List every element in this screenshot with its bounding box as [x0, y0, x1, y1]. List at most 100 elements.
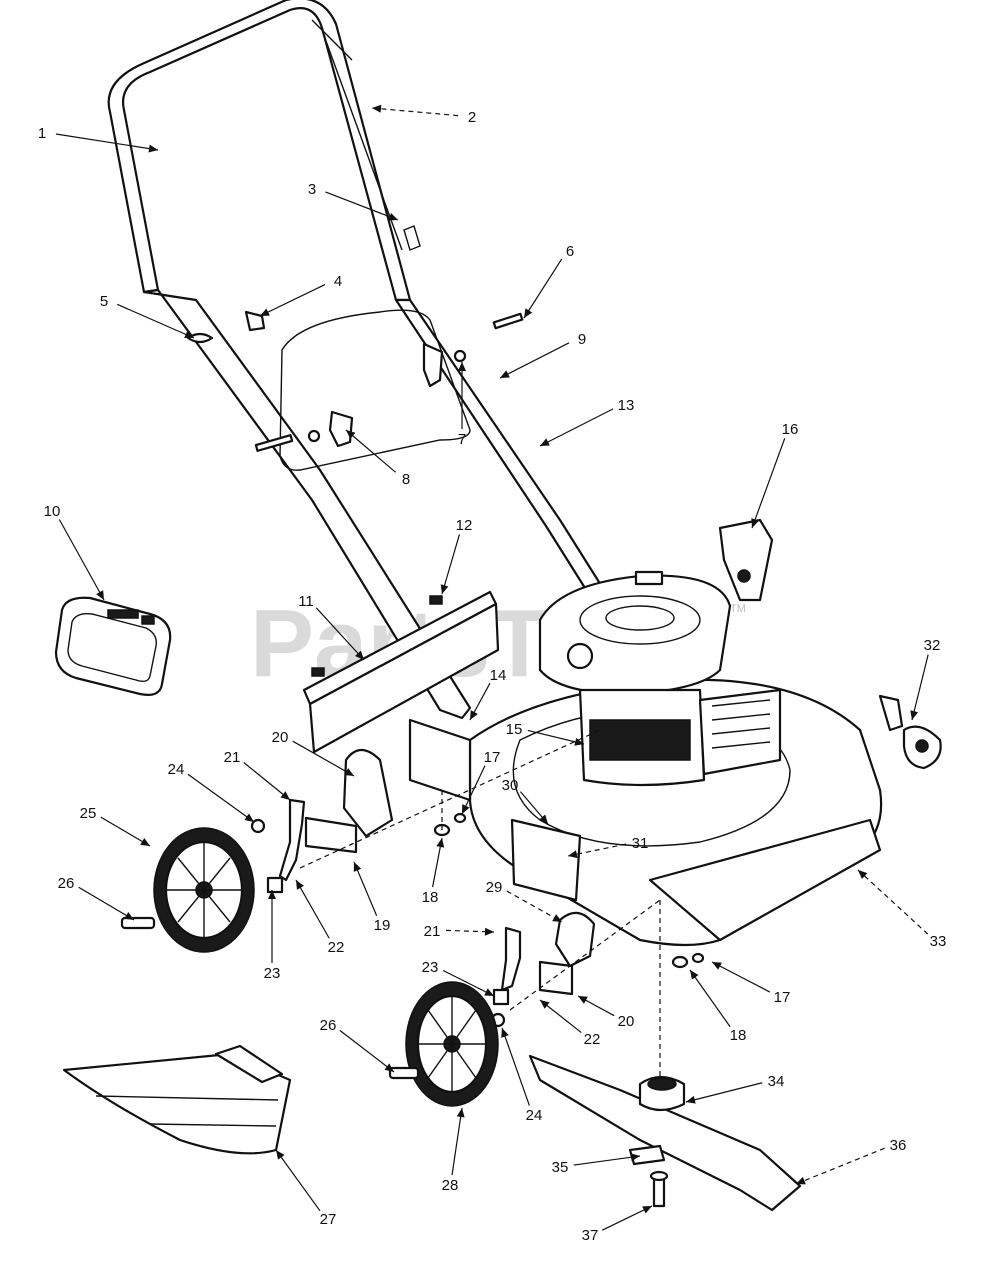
callout-leader: [539, 408, 614, 447]
callout-arrowhead: [354, 650, 364, 660]
callout-c34: 34: [685, 1073, 784, 1104]
callout-number: 22: [328, 939, 345, 956]
callout-leader: [345, 429, 396, 473]
callout-arrowhead: [540, 1000, 550, 1009]
callout-c23b: 23: [422, 959, 495, 997]
watermark-trademark: TM: [730, 603, 746, 615]
callout-number: 37: [582, 1227, 599, 1244]
callout-arrowhead: [540, 438, 550, 446]
callout-leader: [325, 191, 399, 221]
callout-leader: [275, 1149, 321, 1212]
callout-c36: 36: [795, 1137, 906, 1185]
bag-frame: [54, 596, 172, 696]
height-adjuster-rear-right: [878, 694, 942, 770]
assembly-dashed-lines: [299, 729, 661, 1078]
callout-c22: 22: [295, 879, 345, 956]
callout-number: 24: [526, 1107, 543, 1124]
callout-number: 21: [424, 923, 441, 940]
callout-c35: 35: [552, 1153, 641, 1176]
wheel-right: [388, 981, 499, 1107]
callout-arrowhead: [456, 1108, 465, 1118]
callout-number: 10: [44, 503, 61, 520]
callout-arrowhead: [458, 362, 466, 371]
callout-leader: [527, 729, 585, 745]
callout-leader: [567, 843, 627, 857]
callout-number: 30: [502, 777, 519, 794]
callout-number: 22: [584, 1031, 601, 1048]
callout-leader: [501, 1027, 530, 1106]
callout-leader: [711, 961, 771, 993]
callout-c10: 10: [44, 503, 105, 601]
callout-c20b: 20: [577, 995, 634, 1030]
callout-arrowhead: [384, 1063, 394, 1072]
callout-arrowhead: [524, 308, 533, 318]
callout-arrowhead: [858, 870, 868, 880]
callout-c11: 11: [298, 593, 365, 661]
callout-c22b: 22: [539, 999, 601, 1048]
callout-arrowhead: [751, 518, 759, 528]
callout-c19: 19: [353, 861, 391, 934]
callout-c12: 12: [440, 517, 472, 595]
callout-layer: 1234567891011121314151617181920212223242…: [38, 104, 946, 1244]
callout-arrowhead: [712, 962, 722, 970]
callout-leader: [523, 258, 563, 319]
callout-arrowhead: [388, 213, 398, 221]
blade-assembly: [528, 1054, 802, 1212]
callout-arrowhead: [690, 970, 699, 980]
callout-c24b: 24: [501, 1027, 543, 1124]
callout-c24: 24: [168, 761, 255, 823]
callout-leader: [602, 1205, 653, 1231]
callout-c27: 27: [275, 1149, 337, 1228]
callout-arrowhead: [501, 1028, 509, 1038]
callout-leader: [442, 969, 495, 997]
callout-c17b: 17: [711, 961, 790, 1006]
callout-arrowhead: [574, 737, 584, 746]
discharge-chute: [62, 1044, 292, 1155]
callout-arrowhead: [344, 768, 354, 776]
callout-c5: 5: [100, 293, 195, 339]
callout-arrowhead: [140, 837, 150, 846]
callout-leader: [339, 1029, 395, 1073]
callout-leader: [100, 816, 151, 847]
callout-number: 7: [458, 431, 466, 448]
handle-panel-outline: [279, 309, 471, 471]
callout-leader: [55, 133, 159, 151]
callout-number: 19: [374, 917, 391, 934]
callout-c6: 6: [523, 243, 574, 319]
callout-c33: 33: [857, 869, 946, 950]
callout-leader: [506, 890, 563, 923]
callout-c15: 15: [506, 721, 585, 746]
callout-number: 14: [490, 667, 507, 684]
callout-arrowhead: [346, 430, 356, 439]
callout-arrowhead: [280, 791, 290, 800]
callout-leader: [295, 879, 330, 939]
callout-arrowhead: [244, 813, 254, 822]
callout-arrowhead: [462, 804, 470, 814]
callout-c37: 37: [582, 1205, 653, 1244]
rear-hinge-bracket: [302, 590, 500, 754]
callout-number: 27: [320, 1211, 337, 1228]
callout-c18b: 18: [689, 969, 747, 1044]
callout-c1: 1: [38, 125, 159, 153]
callout-leader: [78, 886, 135, 921]
callout-number: 16: [782, 421, 799, 438]
callout-number: 18: [730, 1027, 747, 1044]
callout-c3: 3: [308, 181, 399, 221]
engine-control-bracket: [718, 518, 774, 602]
callout-number: 3: [308, 181, 316, 198]
wheel-left: [120, 827, 255, 953]
callout-leader: [685, 1082, 763, 1103]
callout-arrowhead: [353, 862, 362, 872]
callout-arrowhead: [484, 927, 494, 936]
callout-c17: 17: [461, 749, 500, 815]
callout-arrowhead: [148, 144, 158, 153]
wheel-bracket-right: [490, 911, 596, 1028]
callout-arrowhead: [552, 914, 562, 922]
callout-c26b: 26: [320, 1017, 395, 1073]
callout-leader: [499, 342, 570, 379]
callout-number: 24: [168, 761, 185, 778]
callout-leader: [353, 861, 378, 916]
wheel-bracket-left: [250, 748, 394, 894]
callout-number: 18: [422, 889, 439, 906]
